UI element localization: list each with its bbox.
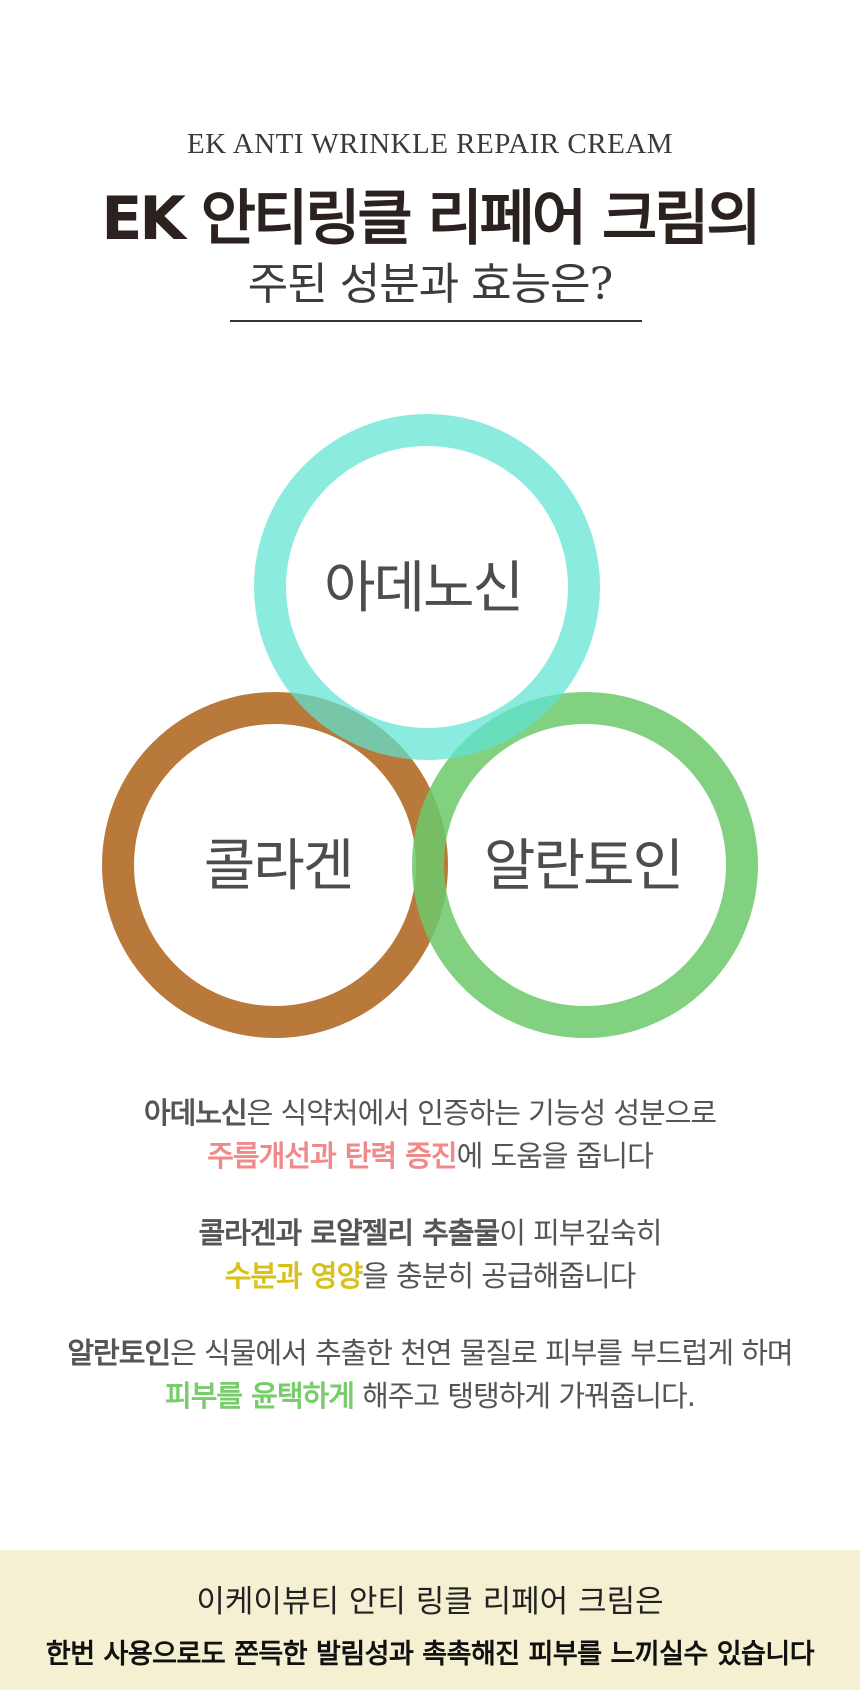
description-text: 에 도움을 줍니다 [456, 1139, 654, 1173]
description-line: 주름개선과 탄력 증진에 도움을 줍니다 [0, 1135, 860, 1178]
description-collagen: 콜라겐과 로얄젤리 추출물이 피부깊숙히 수분과 영양을 충분히 공급해줍니다 [0, 1212, 860, 1298]
product-subtitle-en: EK ANTI WRINKLE REPAIR CREAM [186, 128, 674, 160]
description-line: 콜라겐과 로얄젤리 추출물이 피부깊숙히 [0, 1212, 860, 1255]
description-line: 수분과 영양을 충분히 공급해줍니다 [0, 1255, 860, 1298]
page-title-question: 주된 성분과 효능은? [247, 259, 613, 310]
ingredient-name: 알란토인 [67, 1336, 171, 1370]
description-line: 피부를 윤택하게 해주고 탱탱하게 가꿔줍니다. [0, 1375, 860, 1418]
description-adenosine: 아데노신은 식약처에서 인증하는 기능성 성분으로 주름개선과 탄력 증진에 도… [0, 1092, 860, 1178]
footer-banner: 이케이뷰티 안티 링클 리페어 크림은 한번 사용으로도 쫀득한 발림성과 촉촉… [0, 1550, 860, 1690]
ingredient-name: 콜라겐과 로얄젤리 추출물 [198, 1216, 501, 1250]
description-text: 은 식약처에서 인증하는 기능성 성분으로 [246, 1096, 717, 1130]
ingredient-venn-diagram: 아데노신 콜라겐 알란토인 [102, 414, 758, 1038]
footer-line-1: 이케이뷰티 안티 링클 리페어 크림은 [196, 1584, 664, 1620]
description-text: 은 식물에서 추출한 천연 물질로 피부를 부드럽게 하며 [170, 1336, 793, 1370]
label-allantoin: 알란토인 [484, 834, 682, 899]
description-line: 아데노신은 식약처에서 인증하는 기능성 성분으로 [0, 1092, 860, 1135]
title-underline [230, 320, 642, 322]
circle-allantoin [412, 692, 758, 1038]
ingredient-name: 아데노신 [143, 1096, 248, 1130]
label-collagen: 콜라겐 [204, 834, 353, 899]
circle-adenosine [254, 414, 600, 760]
description-text: 해주고 탱탱하게 가꿔줍니다. [353, 1379, 696, 1413]
highlight-text: 주름개선과 탄력 증진 [207, 1139, 457, 1173]
description-text: 을 충분히 공급해줍니다 [362, 1259, 636, 1293]
description-line: 알란토인은 식물에서 추출한 천연 물질로 피부를 부드럽게 하며 [0, 1332, 860, 1375]
description-text: 이 피부깊숙히 [499, 1216, 662, 1250]
highlight-text: 피부를 윤택하게 [165, 1379, 355, 1413]
label-adenosine: 아데노신 [324, 556, 522, 621]
footer-line-2: 한번 사용으로도 쫀득한 발림성과 촉촉해진 피부를 느끼실수 있습니다 [45, 1639, 815, 1670]
description-allantoin: 알란토인은 식물에서 추출한 천연 물질로 피부를 부드럽게 하며 피부를 윤택… [0, 1332, 860, 1418]
page-title: EK 안티링클 리페어 크림의 [101, 184, 761, 254]
highlight-text: 수분과 영양 [224, 1259, 363, 1293]
